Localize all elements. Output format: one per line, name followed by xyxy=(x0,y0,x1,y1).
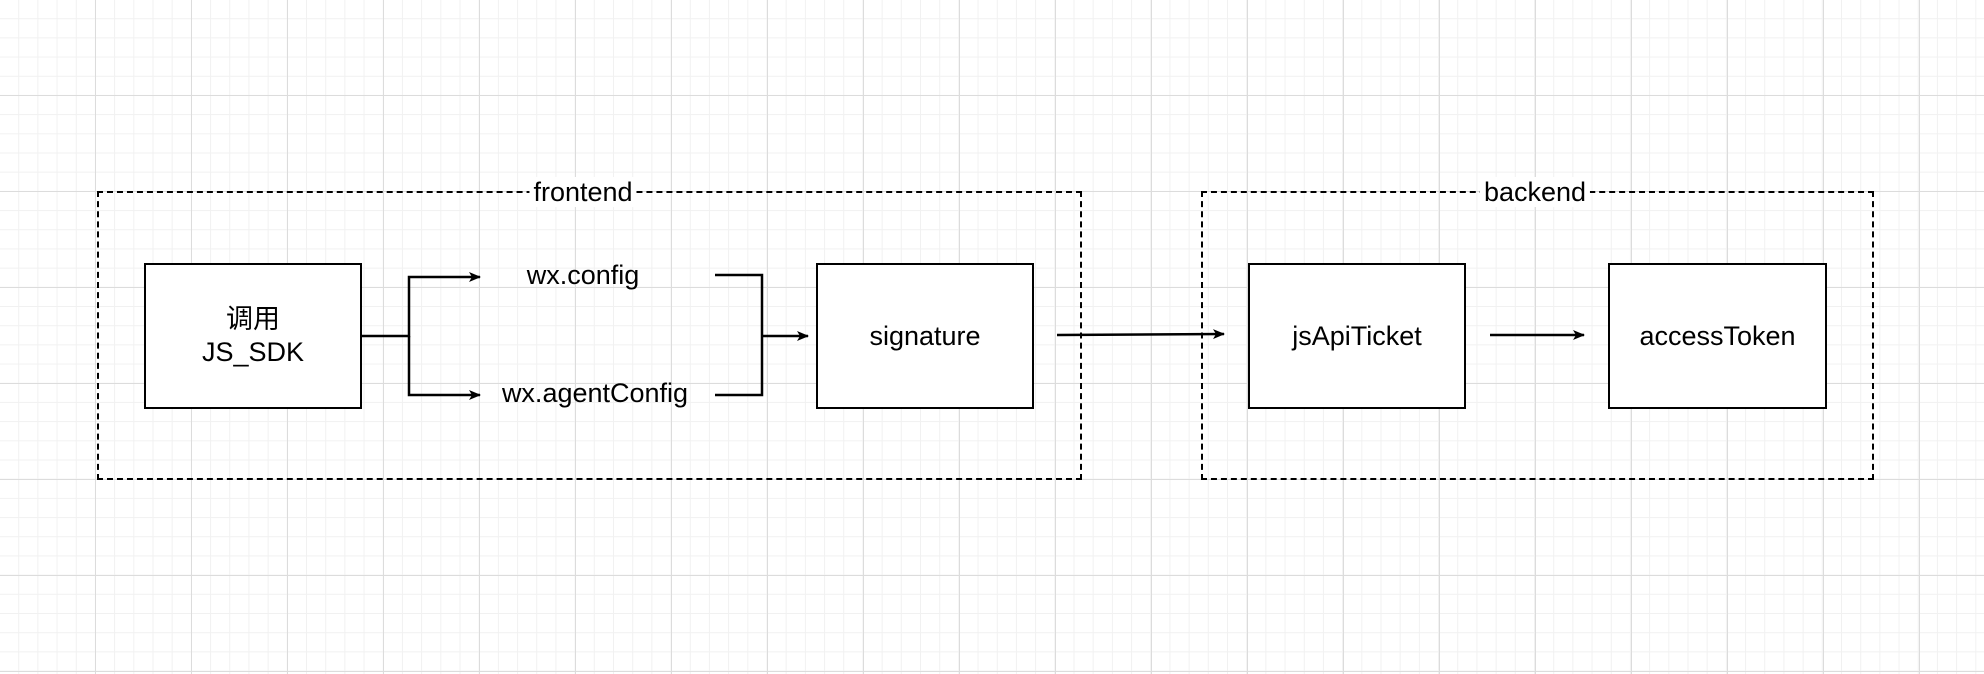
call-js-sdk-node[interactable]: 调用 JS_SDK xyxy=(144,263,362,409)
edge-sdk-to-wxagentconfig xyxy=(407,336,481,400)
backend-group-label: backend xyxy=(1479,177,1591,207)
wx-agent-config-node[interactable]: wx.agentConfig xyxy=(501,378,689,408)
call-js-sdk-line1: 调用 xyxy=(226,304,280,334)
js-api-ticket-node[interactable]: jsApiTicket xyxy=(1248,263,1466,409)
js-api-ticket-label: jsApiTicket xyxy=(1292,320,1422,351)
access-token-label: accessToken xyxy=(1639,320,1796,351)
edge-sdk-to-wxconfig xyxy=(362,272,481,338)
access-token-node[interactable]: accessToken xyxy=(1608,263,1827,409)
signature-node[interactable]: signature xyxy=(816,263,1034,409)
wx-config-node[interactable]: wx.config xyxy=(526,260,640,290)
backend-group: backend xyxy=(1201,177,1874,480)
signature-label: signature xyxy=(869,320,981,351)
call-js-sdk-line2: JS_SDK xyxy=(201,337,305,367)
frontend-group-label: frontend xyxy=(529,177,637,207)
edge-signature-to-jsapiticket xyxy=(1056,329,1225,340)
frontend-group: frontend xyxy=(97,177,1082,480)
